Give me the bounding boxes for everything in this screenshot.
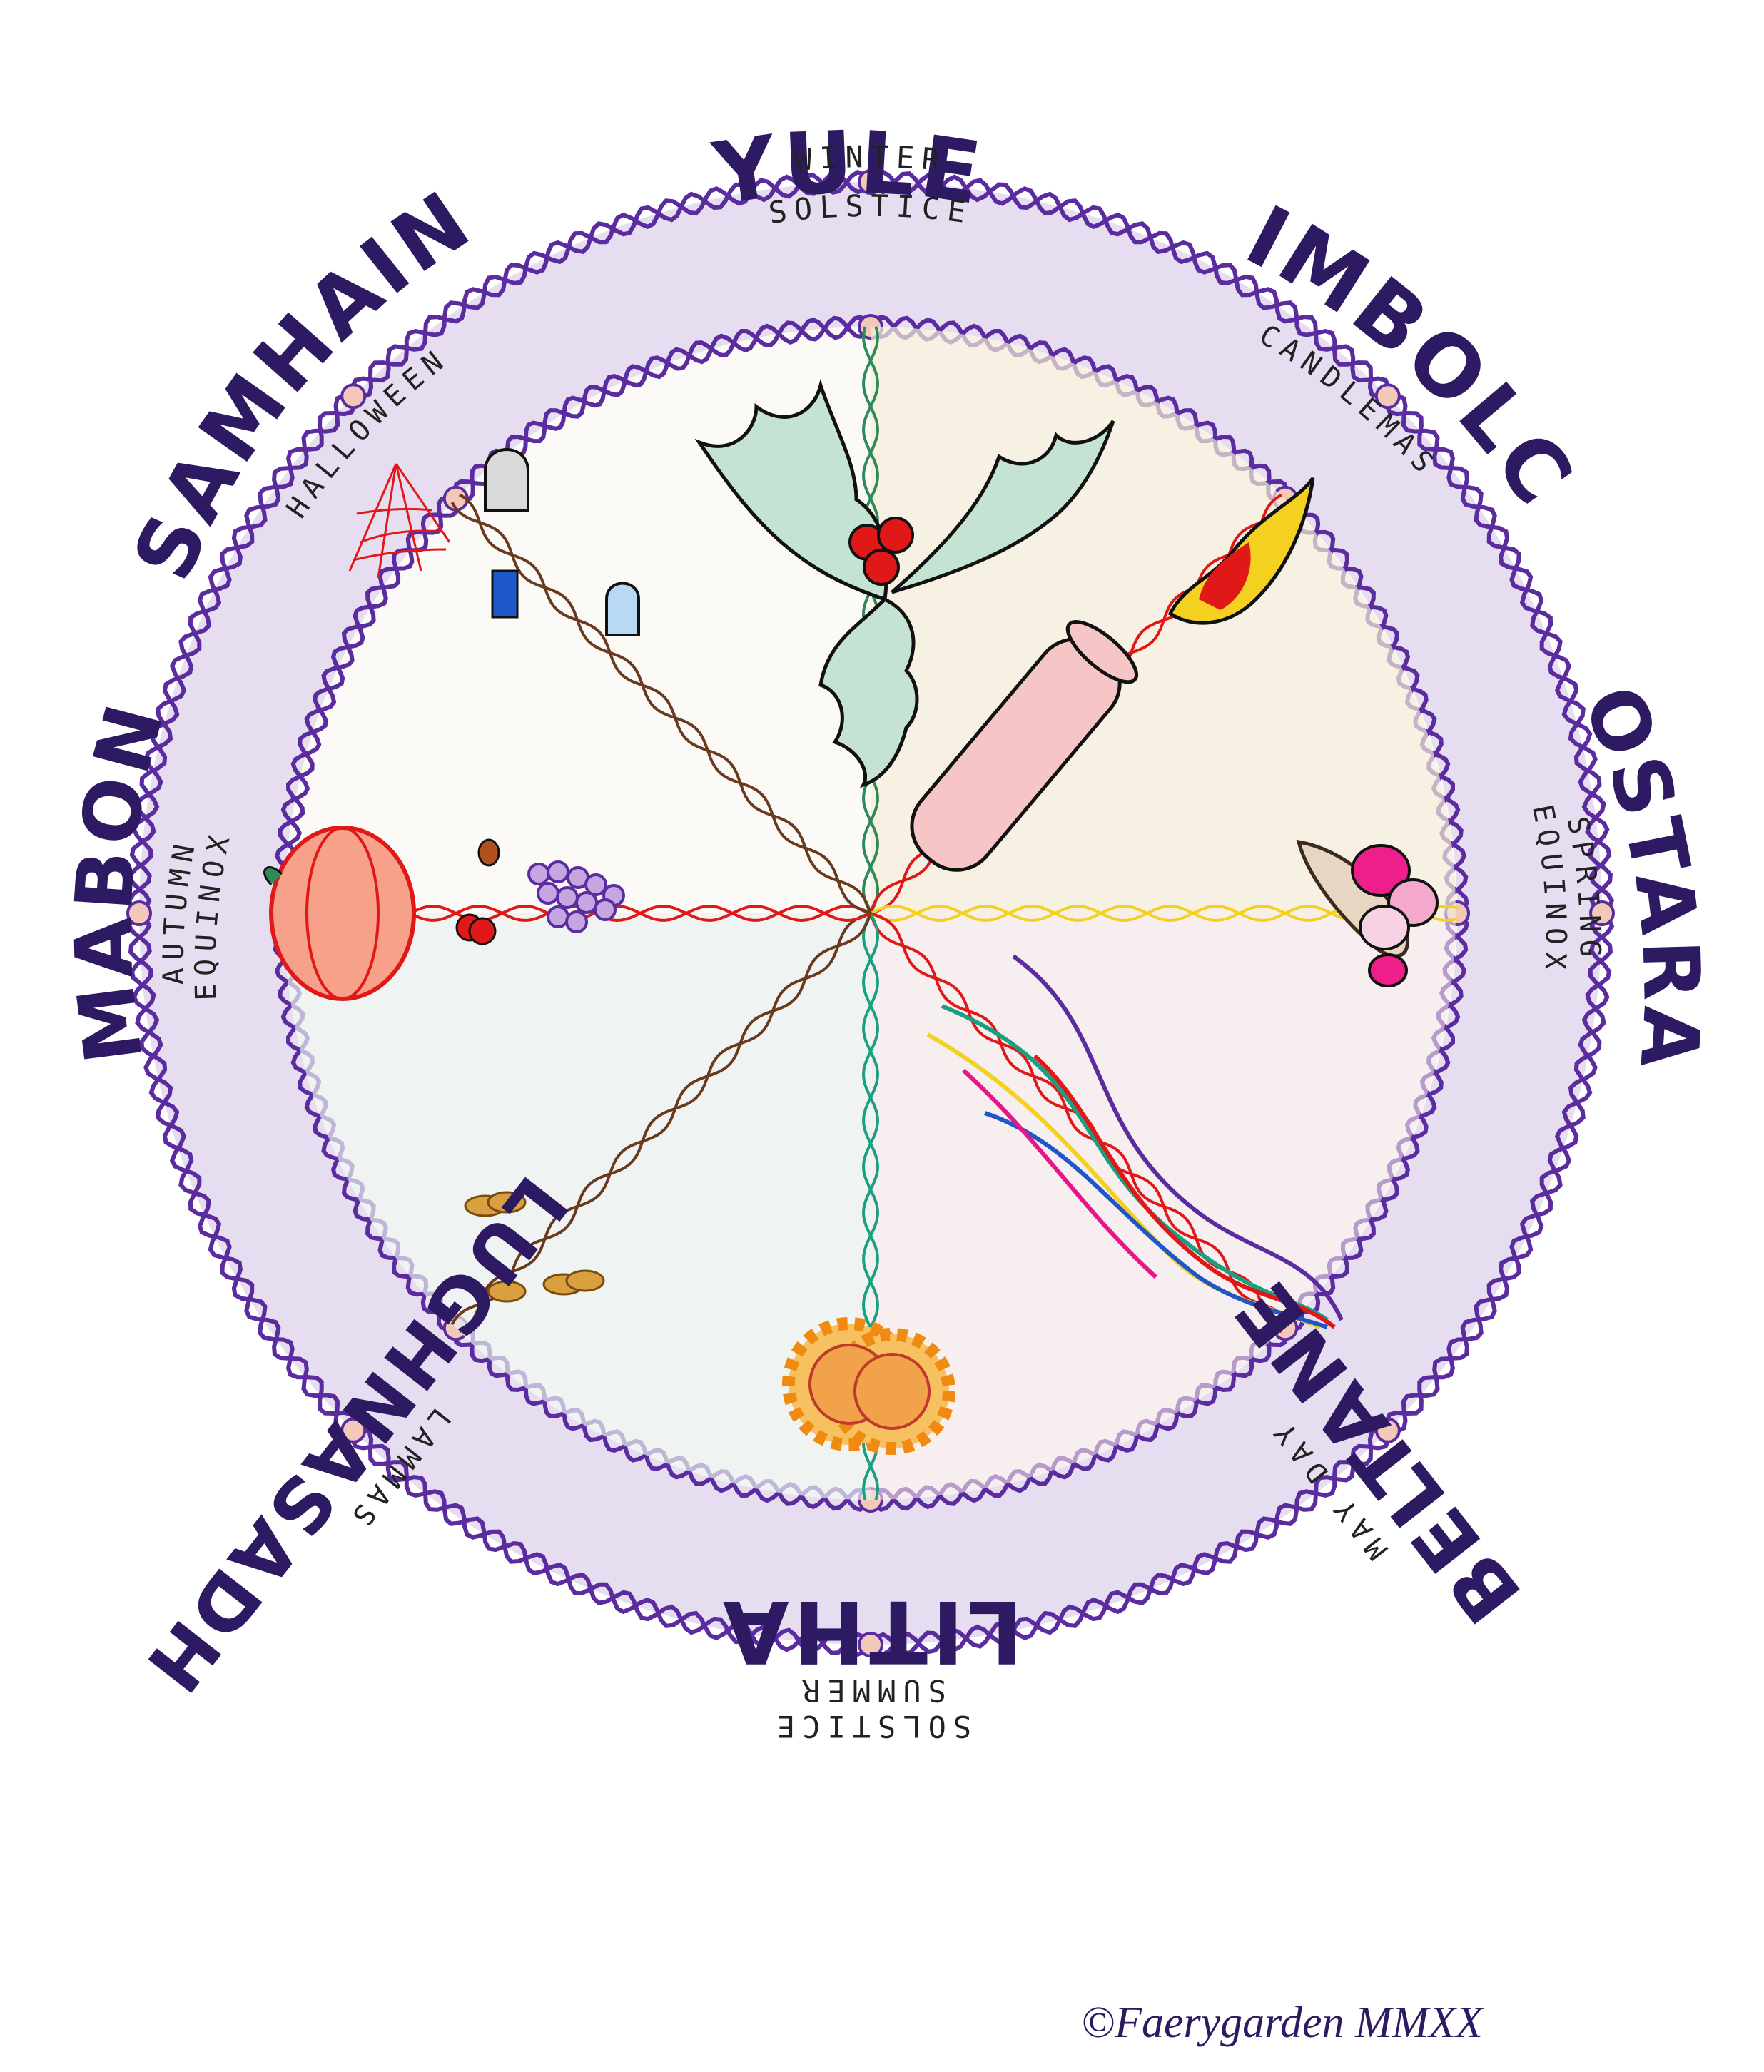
- spoke-strand: [458, 493, 872, 914]
- festival-name-yule: YULE: [706, 113, 986, 225]
- label-yule: YULE WINTER SOLSTICE: [706, 113, 990, 231]
- sunflower-icon: [782, 1317, 956, 1455]
- label-litha: LITHA SUMMER SOLSTICE: [719, 1581, 1023, 1744]
- wheat-icon: [464, 1191, 605, 1303]
- cauldron-icon: [491, 569, 640, 636]
- candle-icon: [910, 477, 1315, 872]
- holly-icon: [694, 379, 1115, 788]
- braid-knot: [126, 900, 152, 926]
- festival-subtitle-litha-1: SUMMER: [795, 1673, 946, 1708]
- braid-knot: [1374, 1417, 1401, 1443]
- spiderweb-icon: [348, 463, 451, 579]
- braid-knot: [340, 1417, 367, 1443]
- braid-knot: [1589, 900, 1615, 926]
- braid-knot: [340, 383, 367, 410]
- braid-knot: [1374, 383, 1401, 410]
- pumpkin-icon: [263, 826, 500, 1001]
- grapes-icon: [527, 860, 625, 933]
- festival-subtitle-yule-1: WINTER: [793, 139, 941, 178]
- spoke-strand: [458, 913, 872, 1334]
- spoke-strand: [450, 912, 871, 1326]
- svg-text:YULE: YULE: [706, 113, 990, 225]
- svg-text:WINTER: WINTER: [793, 139, 948, 178]
- egg-basket-icon: [1296, 839, 1439, 987]
- festival-subtitle-litha-2: SOLSTICE: [770, 1709, 971, 1744]
- spoke-strand: [450, 501, 871, 915]
- ribbons-icon: [926, 954, 1344, 1329]
- braid-knot: [858, 169, 883, 195]
- gravestone-icon: [484, 448, 529, 512]
- festival-name-litha: LITHA: [719, 1581, 1023, 1680]
- braid-knot: [858, 1632, 883, 1657]
- copyright-text: ©Faerygarden MMXX: [1081, 1999, 1484, 2047]
